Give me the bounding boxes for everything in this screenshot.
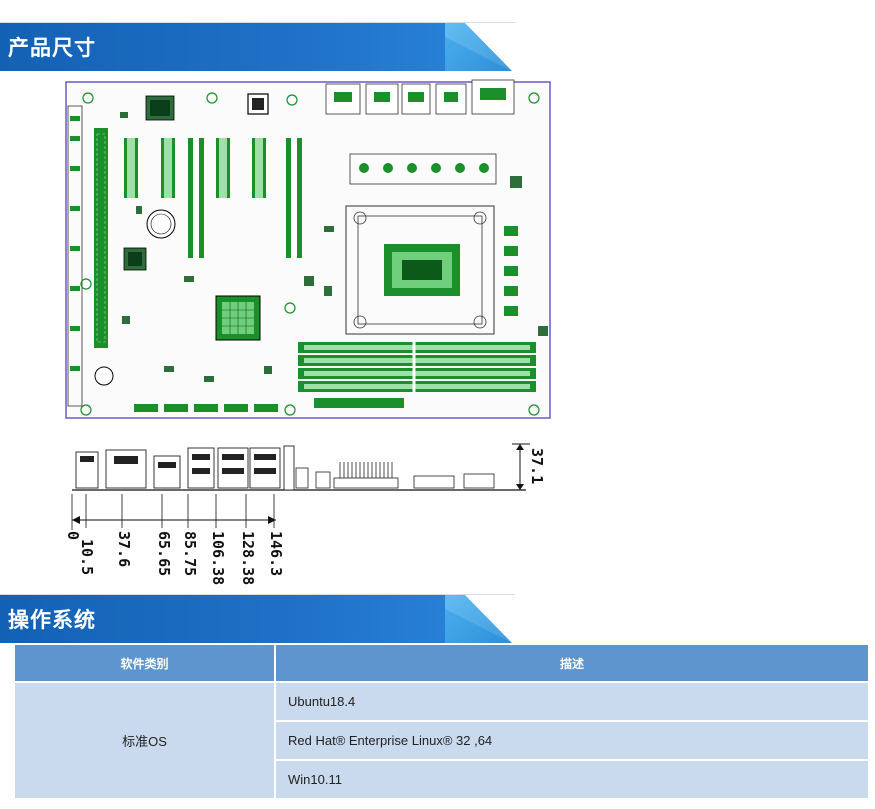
table-row: Win10.11 — [15, 761, 868, 798]
side-view-height-label: 37.1 — [528, 448, 546, 485]
side-view-width-label: 146.3 — [267, 531, 285, 577]
motherboard-top-view-drawing — [65, 79, 551, 419]
section-title-os: 操作系统 — [8, 608, 96, 632]
section-header-os: 操作系统 — [0, 594, 515, 644]
os-table: 软件类别 描述 标准OS Ubuntu18.4 Red Hat® Enterpr… — [13, 643, 870, 800]
table-header-row: 软件类别 描述 — [15, 645, 868, 681]
table-row: 标准OS Ubuntu18.4 — [15, 683, 868, 798]
os-entry-cell: Red Hat® Enterprise Linux® 32 ,64 — [276, 722, 868, 759]
side-view-width-label: 10.5 — [78, 539, 96, 576]
side-view-width-label: 128.38 — [239, 531, 257, 586]
side-view-width-label: 85.75 — [181, 531, 199, 577]
side-view-width-label: 106.38 — [209, 531, 227, 586]
section-title-dimensions: 产品尺寸 — [8, 36, 96, 60]
column-header-category: 软件类别 — [15, 645, 274, 681]
section-header-dimensions: 产品尺寸 — [0, 22, 515, 72]
column-header-description: 描述 — [276, 645, 868, 681]
table-row: Red Hat® Enterprise Linux® 32 ,64 — [15, 722, 868, 759]
motherboard-side-view-drawing — [71, 443, 530, 530]
os-entry-cell: Ubuntu18.4 — [276, 683, 868, 720]
os-entry-cell: Win10.11 — [276, 761, 868, 798]
side-view-width-label: 37.6 — [115, 531, 133, 568]
os-category-cell: 标准OS — [15, 683, 274, 798]
side-view-width-label: 65.65 — [155, 531, 173, 577]
